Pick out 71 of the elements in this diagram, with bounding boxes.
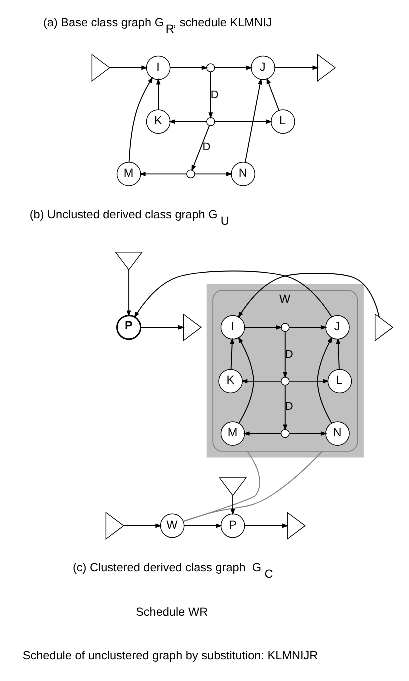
arrow xyxy=(282,385,288,432)
node-circle xyxy=(280,323,290,332)
arrow xyxy=(316,336,332,424)
node-triangle xyxy=(316,54,336,82)
node-triangle xyxy=(182,314,202,342)
arrow xyxy=(288,379,329,384)
arrow xyxy=(266,78,280,111)
connector xyxy=(182,451,323,522)
arrow xyxy=(126,270,131,318)
label: Schedule WR xyxy=(136,606,208,619)
node-circle: K xyxy=(146,110,170,134)
node-circle: N xyxy=(230,162,256,186)
arrow xyxy=(288,432,327,436)
node-circle: L xyxy=(327,369,352,394)
arrow xyxy=(122,524,162,528)
arrow xyxy=(191,125,210,172)
label: Schedule of unclustered graph by substitution: KLMNIJR xyxy=(22,649,318,662)
node-triangle xyxy=(374,314,394,342)
arrow xyxy=(169,66,208,70)
node-circle: M xyxy=(220,422,245,446)
edge-label: D xyxy=(202,142,210,154)
arrow xyxy=(244,78,262,163)
arrow xyxy=(128,76,153,163)
node-circle: W xyxy=(160,514,184,538)
node-circle xyxy=(280,429,290,438)
arrow xyxy=(214,120,272,124)
arrow xyxy=(183,524,222,528)
arrow xyxy=(194,172,232,176)
arrow xyxy=(240,379,282,384)
node-circle: K xyxy=(218,369,242,394)
arrow xyxy=(138,172,187,176)
arrow xyxy=(156,78,160,110)
edge-label: D xyxy=(210,89,218,102)
arrow xyxy=(108,66,148,70)
node-triangle xyxy=(91,54,110,82)
arrow xyxy=(336,338,340,370)
edge-label: D xyxy=(284,401,293,414)
arrow xyxy=(242,432,282,436)
node-circle: J xyxy=(250,56,275,80)
arrow xyxy=(238,273,380,318)
node-triangle xyxy=(114,252,143,271)
node-circle xyxy=(206,117,215,126)
arrow xyxy=(140,325,184,330)
node-triangle xyxy=(286,512,306,540)
arrow xyxy=(282,331,288,379)
node-circle xyxy=(206,64,215,72)
node-circle xyxy=(280,377,290,386)
node-circle xyxy=(186,170,195,179)
node-circle: I xyxy=(220,315,245,340)
node-circle: P xyxy=(116,315,142,340)
arrow xyxy=(134,270,332,318)
arrow xyxy=(244,325,282,330)
node-circle: L xyxy=(270,110,295,134)
arrow xyxy=(208,72,213,120)
node-triangle xyxy=(218,478,247,496)
node-circle: I xyxy=(146,56,170,80)
node-circle: J xyxy=(325,315,350,340)
edge-label: D xyxy=(284,348,293,361)
arrow xyxy=(168,120,207,124)
node-circle: N xyxy=(325,422,350,446)
arrow xyxy=(274,66,319,70)
connector xyxy=(182,451,260,522)
node-circle: P xyxy=(220,514,245,538)
node-circle: M xyxy=(116,162,141,186)
node-triangle xyxy=(105,512,124,540)
arrow xyxy=(244,524,288,528)
arrow xyxy=(230,338,234,370)
arrow xyxy=(230,495,235,516)
arrow xyxy=(214,66,252,70)
arrow xyxy=(288,325,327,330)
arrow xyxy=(238,336,254,424)
